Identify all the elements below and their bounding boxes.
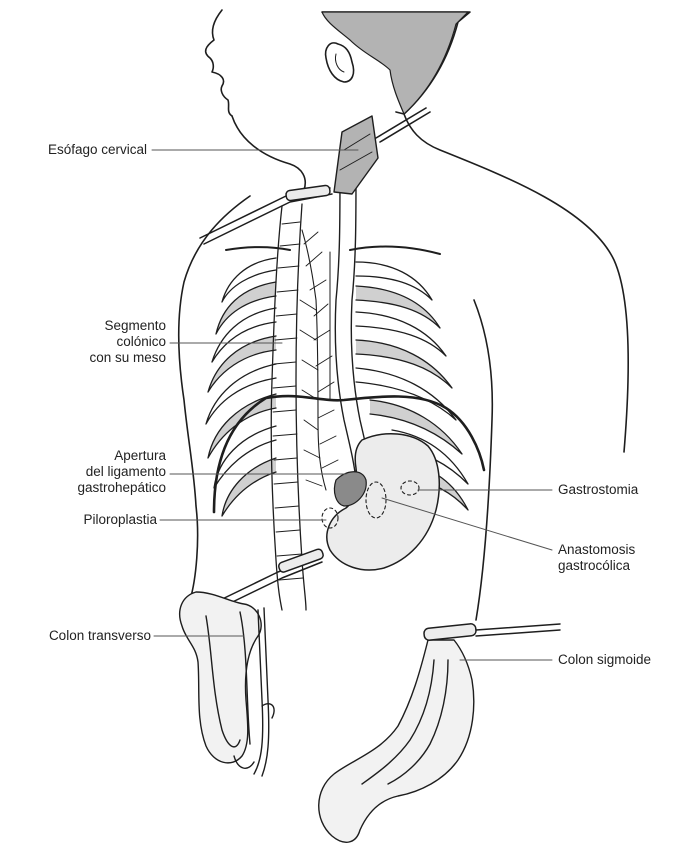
hair-shading bbox=[322, 12, 468, 114]
colon-segment bbox=[271, 204, 338, 610]
label-piloroplastia-text: Piloroplastia bbox=[83, 512, 157, 527]
transverse-colon bbox=[180, 592, 274, 776]
label-apertura-line-1: Apertura bbox=[77, 448, 166, 464]
label-apertura-line-3: gastrohepático bbox=[77, 480, 166, 496]
label-anastomosis-line-1: Anastomosis bbox=[558, 542, 635, 558]
label-anastomosis-gastrocolica: Anastomosis gastrocólica bbox=[558, 542, 635, 574]
label-gastrostomia: Gastrostomia bbox=[558, 482, 638, 498]
label-anastomosis-line-2: gastrocólica bbox=[558, 558, 635, 574]
label-gastrostomia-text: Gastrostomia bbox=[558, 482, 638, 497]
label-apertura-ligamento: Apertura del ligamento gastrohepático bbox=[77, 448, 166, 496]
label-colon-sigmoide: Colon sigmoide bbox=[558, 652, 651, 668]
label-segmento-colonico: Segmento colónico con su meso bbox=[89, 318, 166, 366]
sigmoid-colon bbox=[319, 640, 474, 842]
label-apertura-line-2: del ligamento bbox=[77, 464, 166, 480]
label-esofago-cervical: Esófago cervical bbox=[48, 142, 147, 158]
label-segmento-line-1: Segmento bbox=[89, 318, 166, 334]
label-colon-sigmoide-text: Colon sigmoide bbox=[558, 652, 651, 667]
label-colon-transverso-text: Colon transverso bbox=[49, 628, 151, 643]
label-segmento-line-2: colónico bbox=[89, 334, 166, 350]
stomach bbox=[322, 434, 439, 570]
label-colon-transverso: Colon transverso bbox=[49, 628, 151, 644]
label-piloroplastia: Piloroplastia bbox=[83, 512, 157, 528]
label-esofago-text: Esófago cervical bbox=[48, 142, 147, 157]
sigmoid-clamp bbox=[424, 623, 560, 640]
upper-clamp bbox=[200, 185, 332, 244]
label-segmento-line-3: con su meso bbox=[89, 350, 166, 366]
